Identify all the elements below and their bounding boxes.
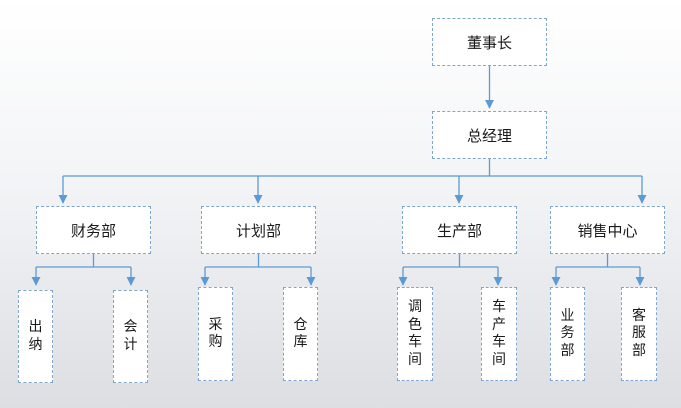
dept-label: 计划部: [235, 221, 281, 240]
dept-box-production: 生产部: [402, 206, 517, 254]
unit-label: 业务部: [560, 307, 575, 359]
unit-label: 车产车间: [492, 299, 506, 368]
chairman-box: 董事长: [432, 18, 547, 66]
unit-box-purchasing: 采购: [198, 287, 233, 381]
unit-box-accounting: 会计: [113, 290, 148, 383]
unit-label: 采购: [208, 316, 223, 351]
unit-box-cashier: 出纳: [18, 290, 53, 383]
unit-label: 会计: [123, 319, 138, 353]
dept-label: 财务部: [70, 221, 116, 240]
dept-label: 生产部: [436, 221, 482, 240]
unit-label: 调色车间: [408, 299, 422, 368]
unit-box-warehouse: 仓库: [283, 287, 318, 381]
chairman-label: 董事长: [466, 33, 512, 52]
dept-box-sales: 销售中心: [550, 206, 665, 254]
unit-box-vehicle-workshop: 车产车间: [481, 287, 517, 381]
unit-box-business: 业务部: [550, 287, 585, 381]
unit-box-color-workshop: 调色车间: [397, 287, 433, 381]
general-manager-label: 总经理: [466, 126, 512, 145]
unit-label: 仓库: [293, 316, 308, 351]
dept-box-planning: 计划部: [201, 206, 316, 254]
unit-label: 客服部: [632, 307, 646, 359]
dept-label: 销售中心: [577, 221, 638, 240]
general-manager-box: 总经理: [432, 111, 547, 159]
dept-box-finance: 财务部: [36, 206, 151, 254]
unit-box-customer-service: 客服部: [621, 287, 657, 381]
unit-label: 出纳: [28, 319, 43, 353]
